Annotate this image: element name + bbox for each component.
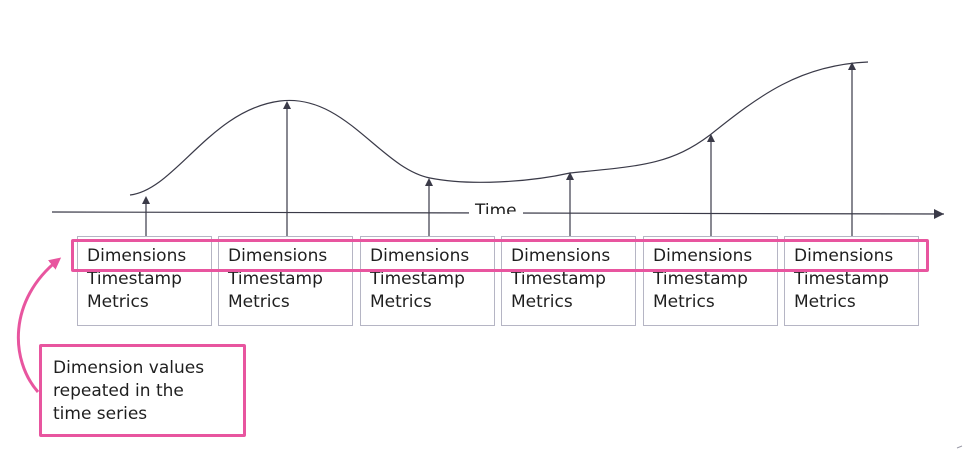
record-dimensions: Dimensions xyxy=(87,246,187,266)
record-dimensions: Dimensions xyxy=(794,246,894,266)
record-timestamp: Timestamp xyxy=(370,269,465,289)
record-box: Dimensions Timestamp Metrics xyxy=(77,236,212,326)
callout-pointer-arrow xyxy=(16,257,62,393)
callout-box: Dimension values repeated in the time se… xyxy=(39,344,246,437)
record-timestamp: Timestamp xyxy=(794,269,889,289)
record-dimensions: Dimensions xyxy=(370,246,470,266)
time-axis-label: Time xyxy=(469,200,523,214)
record-metrics: Metrics xyxy=(653,292,715,312)
record-box: Dimensions Timestamp Metrics xyxy=(784,236,919,326)
record-dimensions: Dimensions xyxy=(653,246,753,266)
record-timestamp: Timestamp xyxy=(653,269,748,289)
time-axis-arrowhead xyxy=(934,209,944,219)
record-metrics: Metrics xyxy=(87,292,149,312)
record-box: Dimensions Timestamp Metrics xyxy=(218,236,353,326)
record-dimensions: Dimensions xyxy=(511,246,611,266)
record-timestamp: Timestamp xyxy=(228,269,323,289)
callout-line: Dimension values xyxy=(53,358,205,378)
dimensions-row-highlight xyxy=(71,239,929,272)
record-metrics: Metrics xyxy=(794,292,856,312)
corner-mark xyxy=(956,445,963,449)
record-dimensions: Dimensions xyxy=(228,246,328,266)
record-box: Dimensions Timestamp Metrics xyxy=(501,236,636,326)
callout-line: time series xyxy=(53,404,148,424)
record-box: Dimensions Timestamp Metrics xyxy=(360,236,495,326)
record-metrics: Metrics xyxy=(511,292,573,312)
record-box: Dimensions Timestamp Metrics xyxy=(643,236,778,326)
series-curve xyxy=(129,61,869,196)
callout-line: repeated in the xyxy=(53,381,184,401)
record-timestamp: Timestamp xyxy=(511,269,606,289)
record-timestamp: Timestamp xyxy=(87,269,182,289)
record-metrics: Metrics xyxy=(370,292,432,312)
record-metrics: Metrics xyxy=(228,292,290,312)
